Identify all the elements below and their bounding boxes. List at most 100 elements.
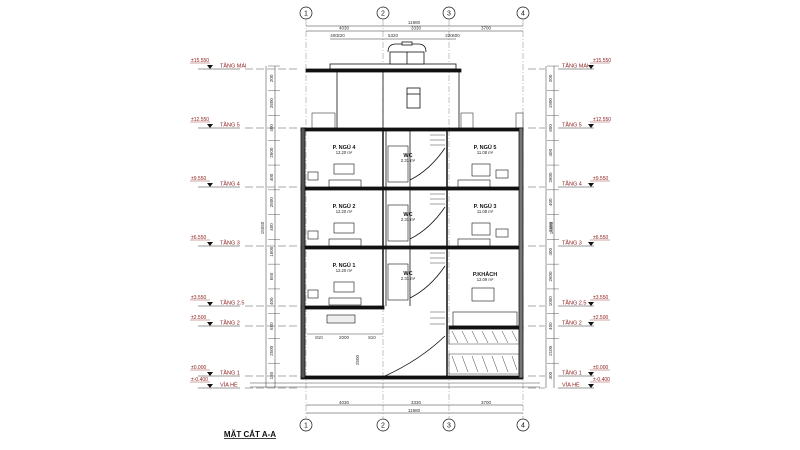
svg-text:400: 400 [269, 173, 274, 181]
top-dimensions [306, 25, 523, 40]
svg-text:650: 650 [269, 272, 274, 280]
grid-bubble-4: 4 [516, 6, 530, 20]
ground-dim-4: 2500 [355, 354, 360, 365]
grid-bubble-2: 2 [376, 6, 390, 20]
svg-text:2600: 2600 [269, 147, 274, 158]
svg-text:3: 3 [447, 11, 451, 18]
svg-text:TẦNG 4: TẦNG 4 [562, 181, 582, 188]
svg-text:1900: 1900 [548, 98, 553, 109]
room-label: P. NGỦ 212.20 m² [333, 203, 356, 214]
grid-bubble-3: 3 [442, 418, 456, 432]
grid-bubble-1: 1 [299, 6, 313, 20]
svg-text:400: 400 [548, 248, 553, 256]
svg-text:2.31 m²: 2.31 m² [401, 276, 416, 281]
svg-text:VỈA HÈ: VỈA HÈ [562, 382, 580, 389]
svg-text:TẦNG MÁI: TẦNG MÁI [220, 63, 247, 70]
svg-text:TẦNG 2: TẦNG 2 [562, 320, 582, 327]
svg-text:±12.550: ±12.550 [191, 117, 209, 123]
svg-text:1: 1 [304, 423, 308, 430]
ground-dim-2: 2000 [339, 335, 350, 340]
grid-bubble-1: 1 [299, 418, 313, 432]
svg-text:12.20 m²: 12.20 m² [336, 150, 353, 155]
svg-text:11.08 m²: 11.08 m² [477, 150, 494, 155]
svg-text:TẦNG 5: TẦNG 5 [220, 122, 240, 129]
svg-text:P.KHÁCH: P.KHÁCH [473, 271, 497, 278]
room-label: WC2.31 m² [401, 271, 416, 281]
bottom-span-3: 3700 [481, 400, 492, 405]
svg-text:±15.550: ±15.550 [593, 58, 611, 64]
left-dim-values: 2002600400260040026004001600650400650250… [268, 65, 280, 379]
room-label: WC2.31 m² [401, 153, 416, 163]
grid-bubble-4: 4 [516, 418, 530, 432]
svg-text:TẦNG 2: TẦNG 2 [220, 320, 240, 327]
svg-text:TẦNG 4: TẦNG 4 [220, 181, 240, 188]
svg-text:2600: 2600 [548, 172, 553, 183]
svg-text:2100: 2100 [548, 345, 553, 356]
top-sub-3: 5320 [388, 33, 399, 38]
svg-text:TẦNG 1: TẦNG 1 [220, 370, 240, 377]
svg-text:12.20 m²: 12.20 m² [336, 268, 353, 273]
top-span-2: 3330 [411, 26, 422, 31]
bottom-dimensions [306, 404, 523, 414]
svg-text:±3.550: ±3.550 [593, 295, 608, 301]
svg-text:P. NGỦ 3: P. NGỦ 3 [474, 203, 497, 210]
svg-text:12.20 m²: 12.20 m² [336, 209, 353, 214]
svg-text:±0.000: ±0.000 [593, 365, 608, 371]
top-sub-5: 400 [452, 33, 460, 38]
svg-text:±-0.400: ±-0.400 [593, 377, 610, 383]
svg-text:2.31 m²: 2.31 m² [401, 158, 416, 163]
right-total-dim: 15550 [549, 221, 554, 234]
top-total-dim: 11980 [408, 20, 421, 25]
svg-text:4: 4 [521, 11, 525, 18]
top-sub-2: 220 [337, 33, 345, 38]
room-label: P. NGỦ 112.20 m² [333, 262, 356, 273]
svg-text:TẦNG 5: TẦNG 5 [562, 122, 582, 129]
svg-text:TẦNG MÁI: TẦNG MÁI [562, 63, 589, 70]
svg-text:VỈA HÈ: VỈA HÈ [220, 382, 238, 389]
svg-text:TẦNG 2.5: TẦNG 2.5 [562, 300, 586, 307]
svg-text:2500: 2500 [269, 345, 274, 356]
svg-text:400: 400 [548, 322, 553, 330]
room-label: P. NGỦ 511.08 m² [474, 144, 497, 155]
svg-text:150: 150 [269, 371, 274, 379]
svg-text:±6.550: ±6.550 [191, 235, 206, 241]
svg-text:±6.550: ±6.550 [593, 235, 608, 241]
svg-text:TẦNG 3: TẦNG 3 [220, 240, 240, 247]
svg-text:400: 400 [548, 148, 553, 156]
svg-text:400: 400 [269, 223, 274, 231]
bottom-span-1: 4030 [339, 400, 350, 405]
room-label: P. NGỦ 311.08 m² [474, 203, 497, 214]
drawing-title: MẶT CẮT A-A [224, 430, 276, 439]
svg-text:1600: 1600 [269, 246, 274, 257]
svg-text:1: 1 [304, 11, 308, 18]
bottom-span-2: 3330 [411, 400, 422, 405]
svg-text:P. NGỦ 5: P. NGỦ 5 [474, 144, 497, 151]
svg-text:11.08 m²: 11.08 m² [477, 209, 494, 214]
ground-dim-1: 810 [315, 335, 323, 340]
svg-text:±9.550: ±9.550 [191, 176, 206, 182]
svg-text:400: 400 [269, 124, 274, 132]
svg-text:WC: WC [403, 271, 412, 277]
svg-text:WC: WC [403, 212, 412, 218]
svg-text:400: 400 [548, 198, 553, 206]
top-span-1: 4030 [339, 26, 350, 31]
svg-text:2600: 2600 [548, 221, 553, 232]
top-sub-4: 220 [445, 33, 453, 38]
svg-text:650: 650 [548, 124, 553, 132]
svg-text:650: 650 [269, 322, 274, 330]
svg-text:±2.500: ±2.500 [593, 315, 608, 321]
right-dim-values: 2001900650400260040026004002600105040021… [547, 65, 559, 379]
svg-text:TẦNG 1: TẦNG 1 [562, 370, 582, 377]
svg-text:±15.550: ±15.550 [191, 58, 209, 64]
svg-text:±12.550: ±12.550 [593, 117, 611, 123]
svg-text:400: 400 [269, 297, 274, 305]
svg-text:2600: 2600 [269, 98, 274, 109]
